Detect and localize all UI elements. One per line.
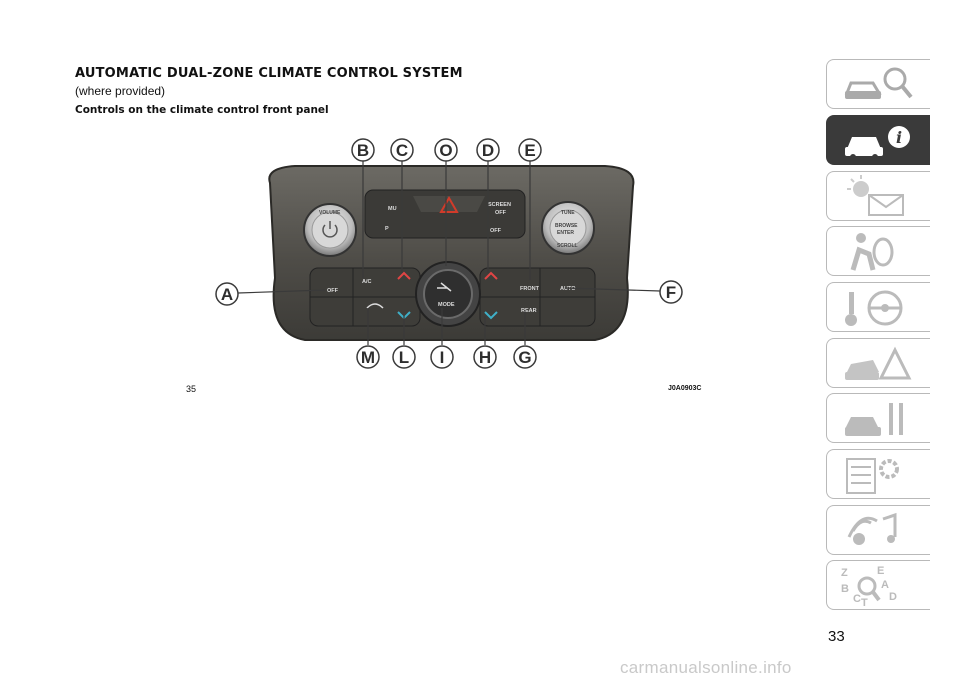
rear-defrost-label: REAR [521, 308, 537, 314]
steering-wheel-icon [845, 290, 903, 326]
svg-text:A: A [881, 579, 889, 591]
figure-number: 35 [186, 384, 197, 394]
car-accident-icon [845, 346, 912, 380]
svg-text:L: L [399, 348, 409, 367]
browse-label-1: BROWSE [555, 223, 578, 229]
front-defrost-label: FRONT [520, 286, 540, 292]
svg-text:A: A [221, 285, 233, 304]
svg-text:H: H [479, 348, 491, 367]
svg-text:D: D [889, 591, 897, 603]
power-icon [322, 224, 338, 238]
scroll-label: SCROLL [557, 243, 578, 249]
mute-label: MU [388, 206, 397, 212]
callout-G: G [513, 345, 537, 369]
sidebar-tab-emergency[interactable] [826, 338, 930, 388]
callout-O: O [434, 138, 458, 162]
multimedia-icon [847, 512, 897, 545]
climate-panel-figure: MU P SCREEN OFF OFF VOLUME BROWSE ENTER … [215, 138, 683, 369]
sidebar-tab-warning-lights[interactable] [826, 171, 930, 221]
sidebar-tab-dashboard[interactable]: i [826, 115, 930, 165]
callout-B: B [351, 138, 375, 162]
recirculation-icon [366, 303, 384, 309]
callout-F: F [659, 280, 683, 304]
svg-text:O: O [439, 141, 452, 160]
section-title: AUTOMATIC DUAL-ZONE CLIMATE CONTROL SYST… [75, 66, 463, 81]
seat-off-label: OFF [490, 228, 502, 234]
car-info-icon: i [845, 126, 910, 160]
figure-code: J0A0903C [668, 385, 702, 392]
callout-E: E [518, 138, 542, 162]
sidebar-tab-maintenance[interactable] [826, 393, 930, 443]
callout-C: C [390, 138, 414, 162]
auto-button-label: AUTO [560, 286, 576, 292]
ac-button-label: A/C [362, 279, 372, 285]
svg-text:C: C [396, 141, 408, 160]
svg-text:T: T [861, 597, 868, 608]
sidebar-tab-knowing-vehicle[interactable] [826, 59, 930, 109]
center-top-strip [364, 189, 526, 239]
page-number: 33 [828, 628, 845, 645]
passenger-temp-down-icon [484, 311, 498, 320]
svg-text:B: B [357, 141, 369, 160]
sidebar-tab-multimedia[interactable] [826, 505, 930, 555]
hazard-icon [439, 195, 459, 213]
index-magnifier-icon: Z E B A C T D [841, 565, 897, 608]
svg-text:F: F [666, 283, 676, 302]
watermark: carmanualsonline.info [620, 658, 792, 677]
airbag-icon [850, 233, 894, 271]
callout-D: D [476, 138, 500, 162]
callout-H: H [473, 345, 497, 369]
sidebar-tab-index[interactable]: Z E B A C T D [826, 560, 930, 610]
volume-label: VOLUME [319, 210, 341, 216]
driver-temp-up-icon [397, 271, 411, 280]
callout-A: A [215, 282, 239, 306]
airflow-icon [437, 282, 452, 292]
off-button-label: OFF [327, 288, 339, 294]
specs-gear-icon [846, 458, 899, 494]
svg-text:G: G [518, 348, 531, 367]
figure-caption: Controls on the climate control front pa… [75, 104, 329, 116]
tune-label: TUNE [561, 210, 575, 216]
sidebar-tab-starting-driving[interactable] [826, 282, 930, 332]
screen-off-label-2: OFF [495, 210, 507, 216]
callout-M: M [356, 345, 380, 369]
sidebar-tab-technical-data[interactable] [826, 449, 930, 499]
screen-off-label-1: SCREEN [488, 202, 511, 208]
sidebar-tab-safety[interactable] [826, 226, 930, 276]
callout-I: I [430, 345, 454, 369]
car-search-icon [844, 67, 913, 99]
svg-text:i: i [896, 128, 902, 147]
callout-L: L [392, 345, 416, 369]
svg-text:E: E [524, 141, 535, 160]
svg-text:M: M [361, 348, 375, 367]
svg-text:D: D [482, 141, 494, 160]
mode-label: MODE [438, 302, 455, 308]
svg-text:I: I [440, 348, 445, 367]
car-tools-icon [845, 403, 903, 436]
section-subtitle: (where provided) [75, 84, 166, 98]
warning-light-mail-icon [847, 175, 904, 216]
phone-label: P [385, 226, 389, 232]
browse-label-2: ENTER [557, 230, 574, 236]
svg-text:B: B [841, 583, 849, 595]
svg-text:E: E [877, 565, 884, 577]
svg-text:C: C [853, 593, 861, 605]
svg-text:Z: Z [841, 567, 848, 579]
passenger-temp-up-icon [484, 271, 498, 280]
